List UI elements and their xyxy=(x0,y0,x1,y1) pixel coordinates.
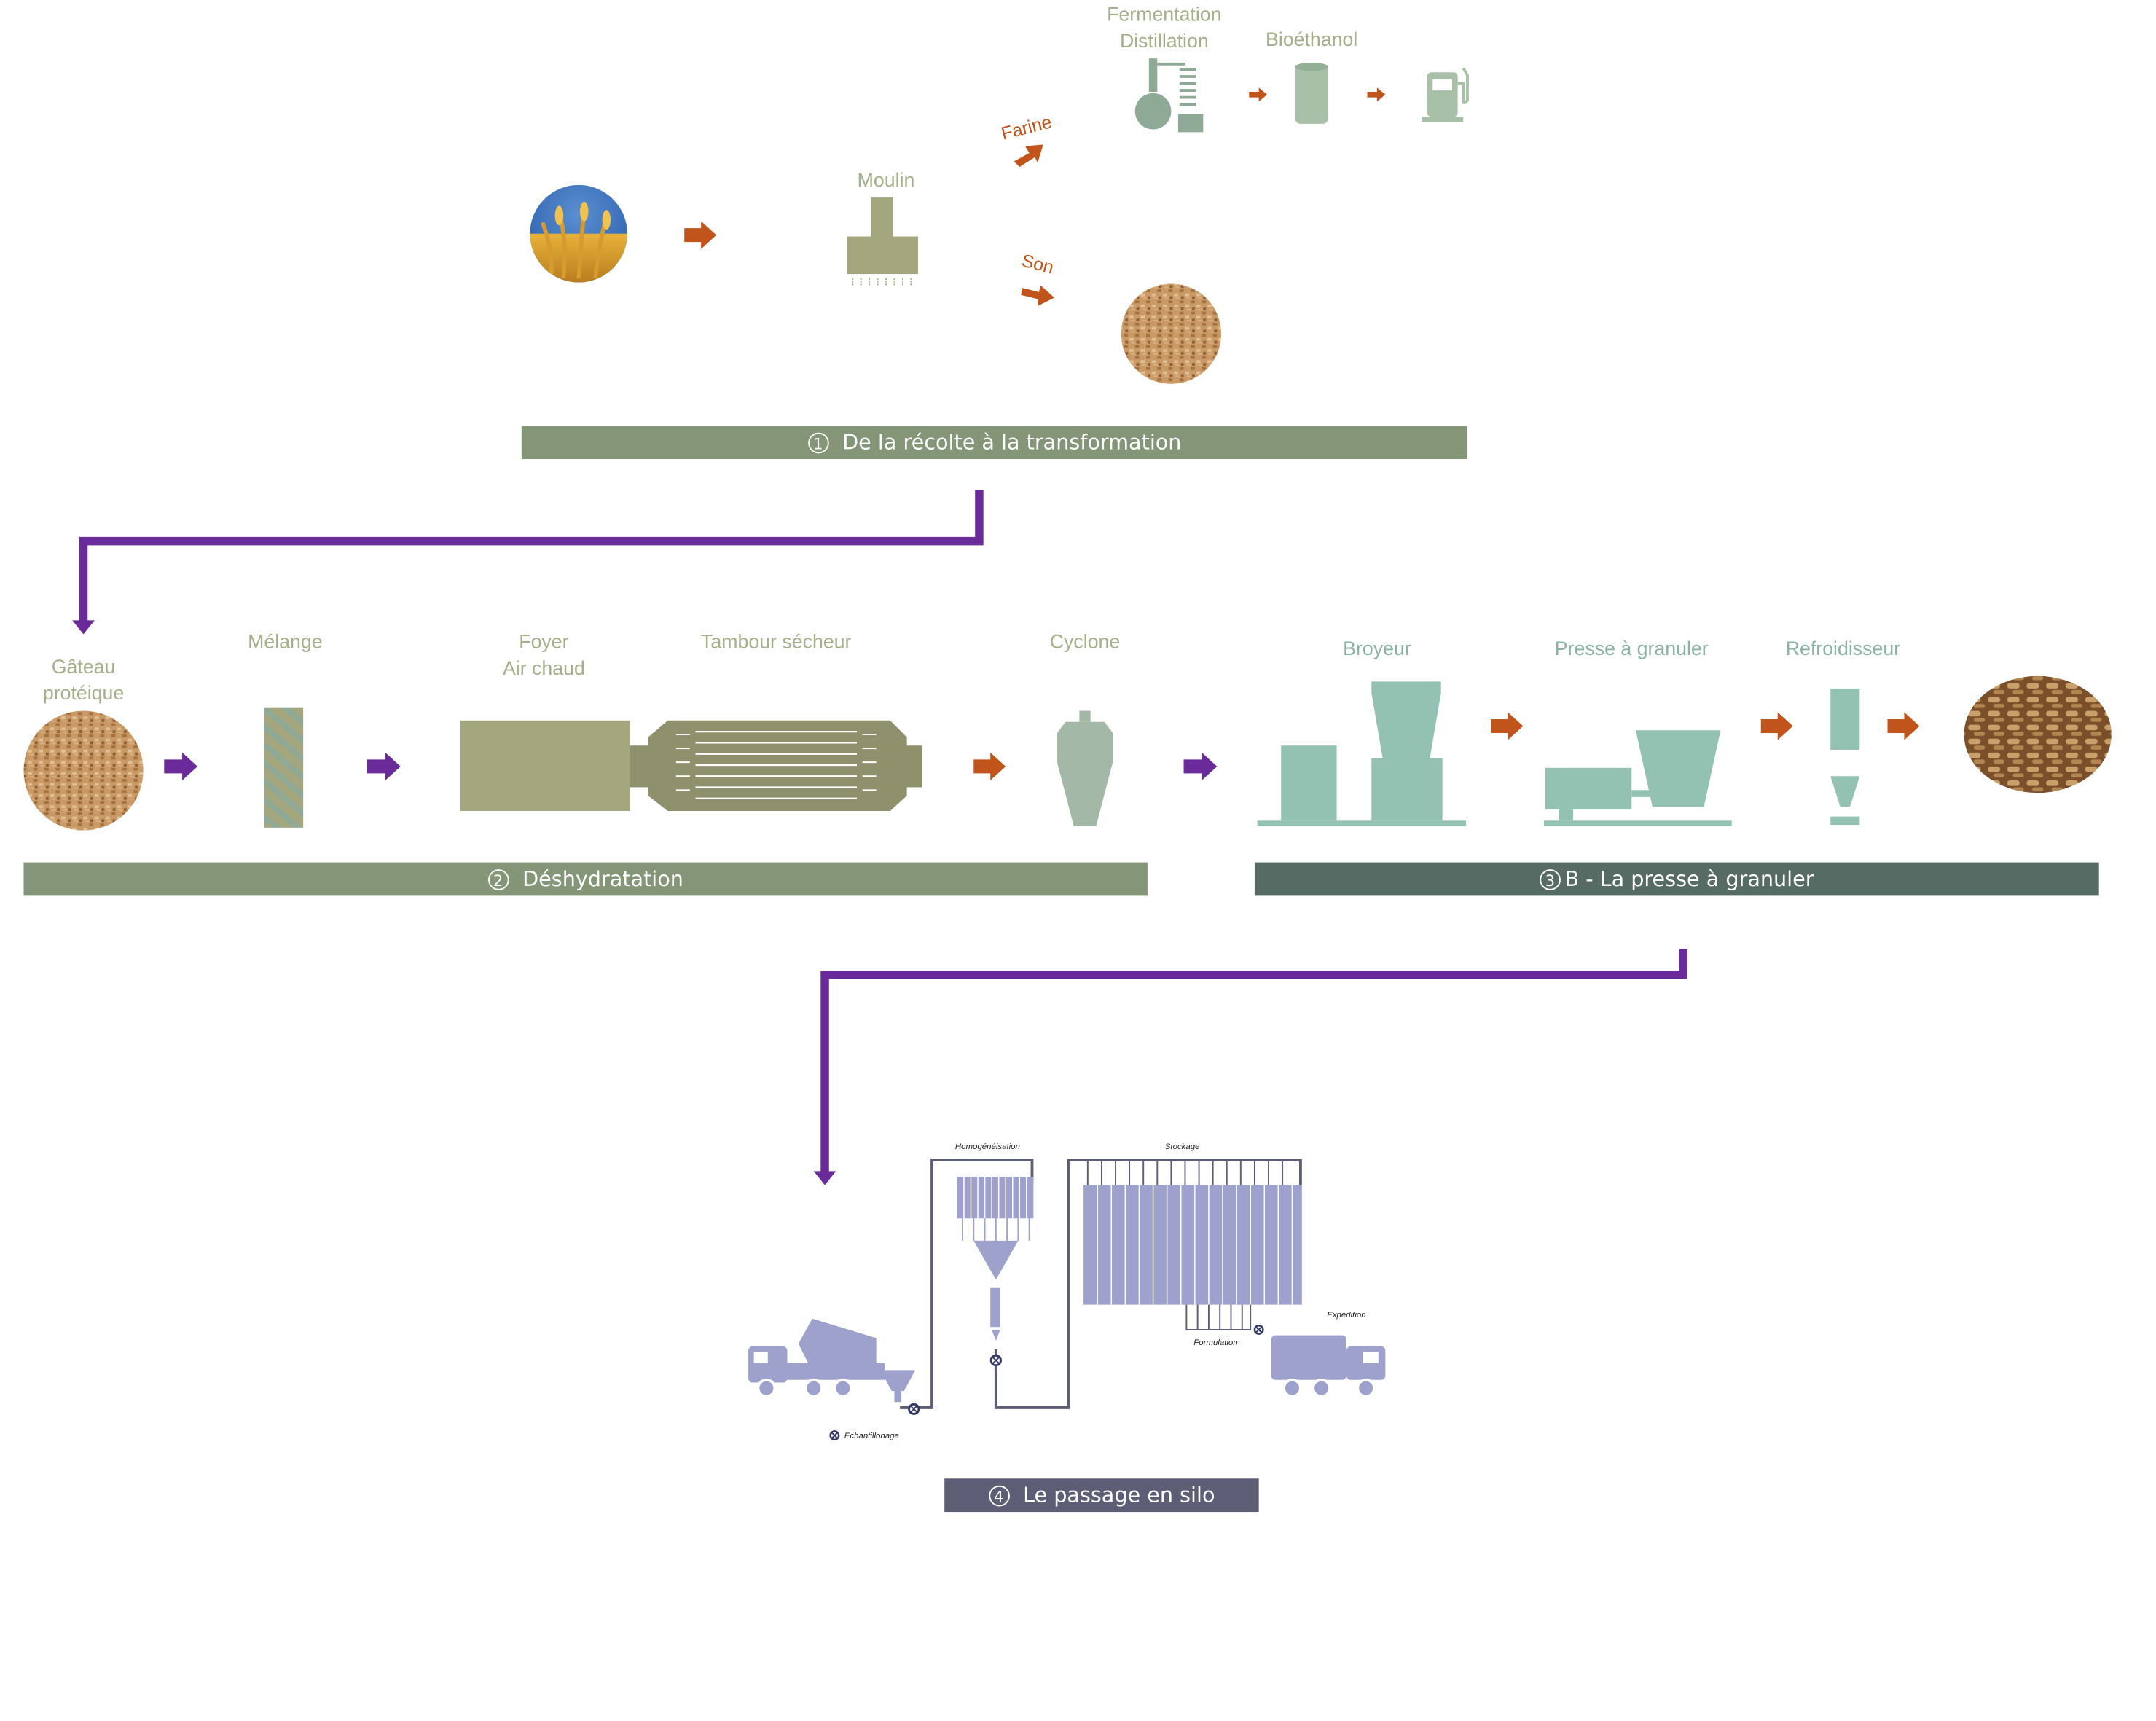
fuel-pump-icon xyxy=(1421,67,1469,122)
section-1-bar: 1 De la récolte à la transformation xyxy=(521,426,1467,459)
valve-icon xyxy=(1253,1325,1264,1335)
arrow-orange xyxy=(1014,144,1043,168)
furnace-icon xyxy=(460,720,630,811)
mixer-icon xyxy=(264,707,304,828)
moulin-label: Moulin xyxy=(858,169,915,191)
distillation-label: Distillation xyxy=(1120,30,1209,52)
homogeneisation-label: Homogénéisation xyxy=(955,1142,1020,1151)
arrow-orange xyxy=(1367,87,1386,102)
stockage-label: Stockage xyxy=(1165,1142,1200,1151)
expedition-label: Expédition xyxy=(1327,1311,1365,1320)
tambour-label: Tambour sécheur xyxy=(701,631,852,653)
section-number: 1 xyxy=(807,431,829,453)
tank-icon xyxy=(1295,62,1329,124)
cooler-icon xyxy=(1830,688,1860,826)
farine-label: Farine xyxy=(1000,112,1054,144)
arrow-orange xyxy=(973,752,1006,780)
arrow-orange xyxy=(1491,712,1524,740)
mill-icon xyxy=(847,197,918,286)
formulation-label: Formulation xyxy=(1193,1338,1237,1347)
purple-connector xyxy=(820,948,1687,1176)
silo-icon xyxy=(1083,1160,1302,1330)
section-3-title: B - La presse à granuler xyxy=(1564,866,1814,892)
bran-photo xyxy=(1121,283,1222,384)
homogenizer-silo-icon xyxy=(957,1177,1034,1341)
section-number: 3 xyxy=(1540,869,1561,890)
valve-icon xyxy=(908,1403,920,1415)
foyer-label: Foyer xyxy=(519,631,568,653)
air-chaud-label: Air chaud xyxy=(503,657,585,679)
still-icon xyxy=(1134,58,1204,133)
tipper-truck-icon xyxy=(748,1318,885,1398)
conveyor-line xyxy=(900,1159,1302,1409)
arrow-orange xyxy=(1249,87,1268,102)
drum-dryer-icon xyxy=(630,720,922,811)
gateau-label: Gâteau xyxy=(52,656,116,678)
pellet-press-icon xyxy=(1543,730,1732,826)
proteique-label: protéique xyxy=(43,682,124,704)
cyclone-label: Cyclone xyxy=(1050,631,1121,653)
arrow-orange xyxy=(1021,285,1055,306)
crusher-icon xyxy=(1257,681,1467,826)
section-4-title: Le passage en silo xyxy=(1023,1482,1215,1508)
protein-cake-photo xyxy=(23,710,144,831)
melange-label: Mélange xyxy=(248,631,323,653)
pellets-photo xyxy=(1964,675,2112,793)
purple-arrowhead xyxy=(813,1171,836,1185)
purple-connector xyxy=(79,489,984,625)
arrow-orange xyxy=(684,221,717,249)
valve-icon xyxy=(989,1354,1002,1367)
son-label: Son xyxy=(1019,251,1055,278)
section-4-bar: 4 Le passage en silo xyxy=(944,1478,1259,1513)
section-number: 2 xyxy=(487,869,509,890)
valve-icon xyxy=(829,1430,840,1441)
hopper-icon xyxy=(880,1370,916,1403)
cyclone-icon xyxy=(1057,710,1113,826)
bioethanol-label: Bioéthanol xyxy=(1266,28,1357,50)
arrow-purple xyxy=(366,752,401,780)
tanker-truck-icon xyxy=(1271,1335,1386,1398)
refroidisseur-label: Refroidisseur xyxy=(1786,638,1901,659)
arrow-orange xyxy=(1887,712,1920,740)
section-2-title: Déshydratation xyxy=(522,866,683,892)
arrow-purple xyxy=(164,752,198,780)
arrow-orange xyxy=(1760,712,1793,740)
wheat-field-photo xyxy=(530,184,627,283)
presse-label: Presse à granuler xyxy=(1555,638,1709,659)
section-1-title: De la récolte à la transformation xyxy=(842,429,1182,455)
section-number: 4 xyxy=(988,1484,1009,1506)
broyeur-label: Broyeur xyxy=(1343,638,1411,659)
purple-arrowhead xyxy=(72,620,95,635)
arrow-purple xyxy=(1183,752,1218,780)
fermentation-label: Fermentation xyxy=(1107,4,1221,26)
echantillonage-label: Echantillonage xyxy=(844,1432,899,1440)
section-2-bar: 2 Déshydratation xyxy=(23,862,1148,896)
